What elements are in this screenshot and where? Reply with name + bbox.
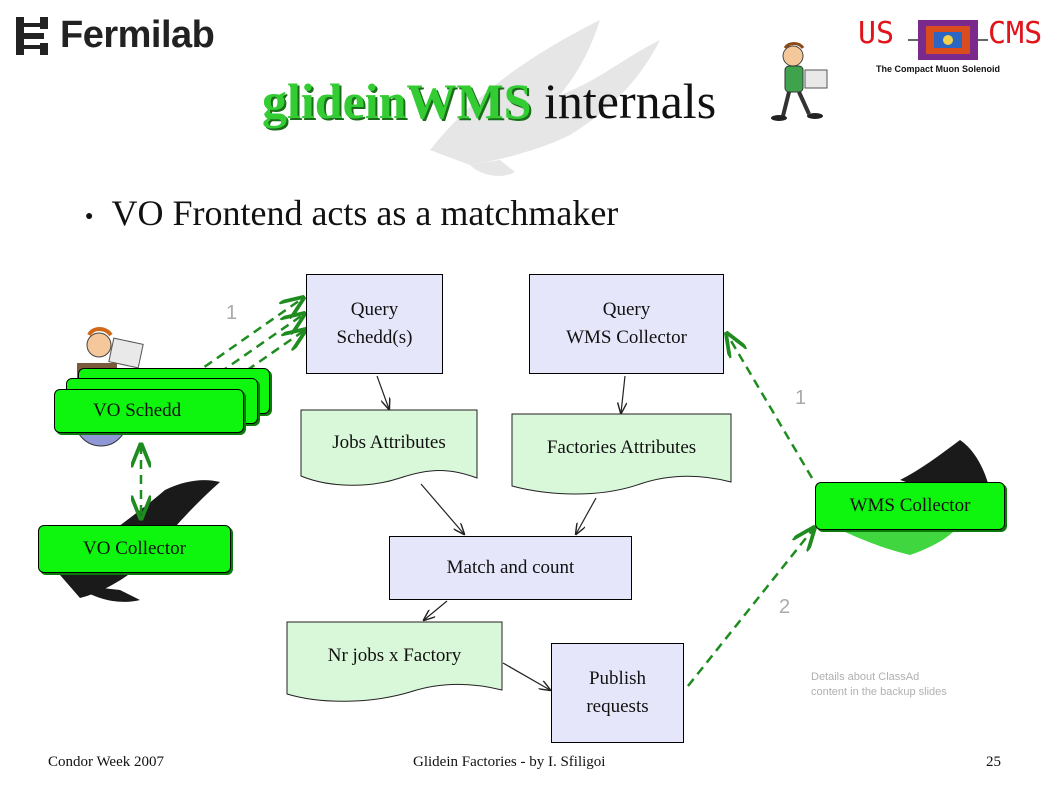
query-schedd-line2: Schedd(s)	[336, 327, 413, 348]
title-highlight: glideinWMS	[262, 73, 532, 129]
vo-collector-node: VO Collector	[38, 525, 231, 573]
title-rest: internals	[531, 73, 717, 129]
footer-title: Glidein Factories - by I. Sfiligoi	[413, 754, 606, 770]
detector-icon	[908, 20, 988, 60]
note-line-1: Details about ClassAd	[811, 671, 920, 683]
cms-logo-us: US	[858, 16, 895, 51]
fermilab-logo-icon	[16, 16, 48, 55]
note-line-2: content in the backup slides	[811, 685, 947, 698]
nr-jobs-label: Nr jobs x Factory	[327, 645, 462, 666]
vo-collector-label: VO Collector	[83, 538, 186, 559]
factories-attributes-label: Factories Attributes	[546, 437, 697, 458]
vo-schedd-label: VO Schedd	[93, 400, 182, 421]
step-number-left: 1	[226, 302, 238, 324]
arrow-nrjobs-to-publish	[502, 662, 550, 690]
wms-collector-label: WMS Collector	[849, 495, 971, 516]
bullet-text: VO Frontend acts as a matchmaker	[111, 193, 619, 233]
cms-logo-subtitle: The Compact Muon Solenoid	[876, 64, 1000, 74]
bullet-marker: ●	[85, 208, 94, 224]
factories-attributes-label-wrap: Factories Attributes	[512, 437, 731, 459]
fermilab-logo: Fermilab	[12, 14, 215, 57]
dashed-arrow-wms-query	[727, 334, 814, 479]
publish-line1: Publish	[588, 668, 646, 690]
arrow-schedd-to-jobs	[376, 375, 389, 409]
wms-collector-node: WMS Collector	[815, 482, 1005, 530]
cms-logo-text: CMS	[988, 16, 1043, 51]
cms-logo: US CMS The Compact Muon Solenoid	[858, 16, 1048, 78]
arrow-collector-to-factories	[621, 375, 625, 413]
publish-requests-box: Publish requests	[551, 643, 684, 743]
step-number-right: 1	[795, 387, 807, 409]
footer-event: Condor Week 2007	[48, 754, 165, 770]
jobs-attributes-label: Jobs Attributes	[332, 432, 446, 453]
bullet-point: ● VO Frontend acts as a matchmaker	[85, 192, 618, 234]
factories-attributes-shape	[511, 413, 732, 495]
arrow-match-to-nrjobs	[424, 600, 448, 620]
match-and-count-label: Match and count	[446, 557, 575, 579]
reading-person-icon	[771, 42, 828, 121]
jobs-attributes-label-wrap: Jobs Attributes	[301, 432, 477, 454]
vo-schedd-node: VO Schedd	[54, 389, 244, 433]
arrow-jobs-to-match	[420, 483, 464, 534]
fermilab-name: Fermilab	[60, 14, 215, 56]
nr-jobs-label-wrap: Nr jobs x Factory	[287, 645, 502, 667]
slide-title: glideinWMS internals	[262, 72, 716, 130]
jobs-attributes-shape	[300, 409, 478, 486]
publish-line2: requests	[586, 696, 649, 717]
query-collector-line1: Query	[602, 299, 651, 321]
classad-note: Details about ClassAd content in the bac…	[811, 670, 947, 700]
match-and-count-box: Match and count	[389, 536, 632, 600]
footer-page-number: 25	[986, 754, 1001, 770]
arrow-factories-to-match	[576, 497, 597, 534]
dashed-arrow-publish-wms	[687, 528, 814, 687]
nr-jobs-shape	[286, 621, 503, 702]
query-schedd-line1: Query	[350, 299, 399, 321]
step-number-publish: 2	[779, 596, 791, 618]
query-collector-line2: WMS Collector	[566, 327, 687, 348]
